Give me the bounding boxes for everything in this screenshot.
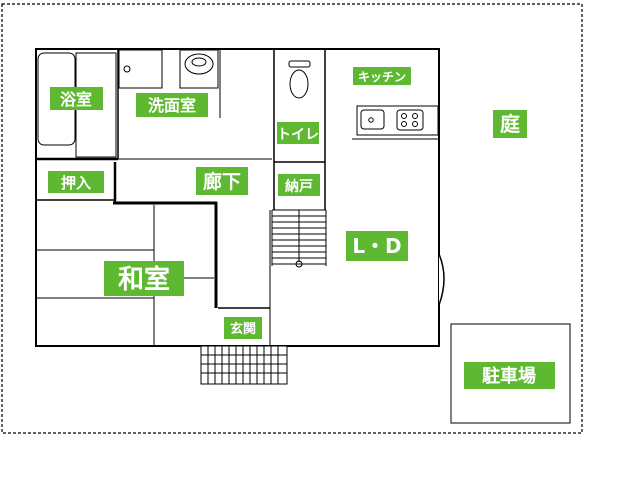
room-label-kitchen: キッチン [353, 67, 411, 85]
room-label-bath: 浴室 [50, 87, 103, 110]
svg-text:押入: 押入 [61, 174, 91, 192]
staircase-icon [271, 209, 327, 268]
bay-window-icon [438, 253, 445, 306]
washroom-fixtures-icon [118, 49, 219, 89]
toilet-icon [288, 60, 311, 99]
svg-text:トイレ: トイレ [277, 127, 319, 143]
parking-area [450, 323, 571, 424]
room-label-closet: 押入 [48, 171, 104, 193]
svg-text:洗面室: 洗面室 [148, 96, 196, 115]
svg-text:L・D: L・D [352, 234, 401, 258]
kitchen-counter-icon [356, 105, 439, 136]
room-label-garden: 庭 [493, 110, 527, 138]
room-label-japanese-room: 和室 [104, 261, 184, 296]
room-label-entrance: 玄関 [224, 317, 262, 339]
svg-text:和室: 和室 [118, 264, 170, 295]
svg-text:浴室: 浴室 [60, 90, 92, 109]
entrance-step-icon [200, 345, 288, 385]
house-outline [35, 48, 440, 347]
svg-text:キッチン: キッチン [358, 70, 406, 84]
property-boundary [1, 3, 583, 434]
room-label-washroom: 洗面室 [136, 93, 208, 117]
room-label-parking: 駐車場 [464, 362, 555, 389]
room-label-hallway: 廊下 [196, 167, 248, 195]
room-label-storage: 納戸 [278, 174, 320, 196]
svg-text:玄関: 玄関 [230, 321, 256, 337]
room-label-toilet: トイレ [277, 122, 319, 144]
svg-text:庭: 庭 [500, 112, 520, 136]
svg-text:廊下: 廊下 [203, 170, 241, 193]
interior-walls [36, 49, 439, 346]
svg-text:納戸: 納戸 [285, 178, 313, 195]
room-label-living-dining: L・D [346, 231, 408, 261]
svg-text:駐車場: 駐車場 [482, 365, 536, 387]
